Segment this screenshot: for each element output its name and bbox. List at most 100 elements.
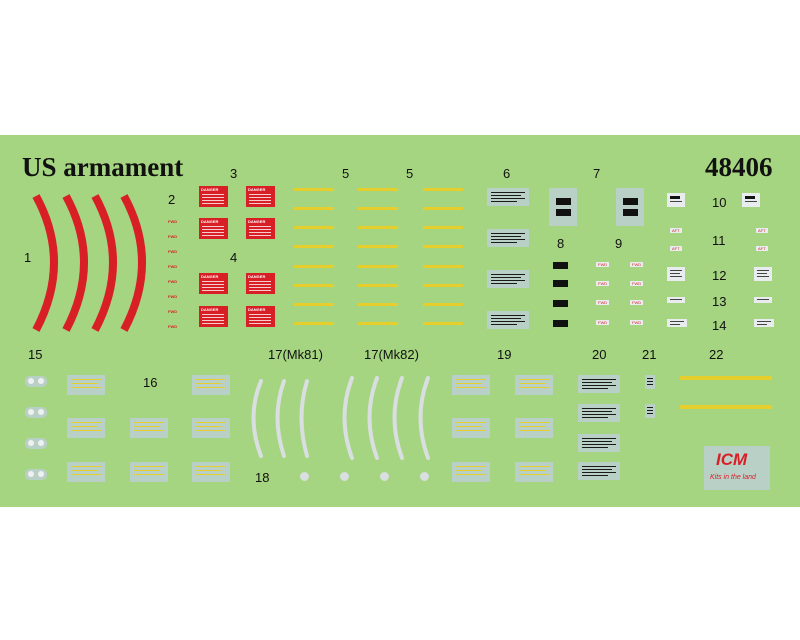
item-number-11: 11 bbox=[712, 233, 726, 248]
yellow-stencil-block bbox=[192, 462, 230, 482]
dot-pair-decal bbox=[25, 438, 47, 449]
yellow-stripe bbox=[294, 303, 334, 306]
fwd-label: FWD bbox=[168, 324, 178, 329]
dot-pair-decal bbox=[25, 376, 47, 387]
stencil-block bbox=[487, 270, 529, 288]
white-arc-mk82-1 bbox=[342, 376, 354, 460]
yellow-stripe bbox=[358, 322, 398, 325]
item-number-22: 22 bbox=[709, 347, 724, 362]
item-number-5a: 5 bbox=[342, 166, 350, 181]
item-number-20: 20 bbox=[592, 347, 607, 362]
item-number-15: 15 bbox=[28, 347, 43, 362]
item-number-16: 16 bbox=[143, 375, 158, 390]
fwd-label: FWD bbox=[630, 300, 644, 305]
narrow-stencil bbox=[645, 375, 655, 389]
white-arc-mk82-3 bbox=[392, 376, 404, 460]
yellow-stripe bbox=[358, 284, 398, 287]
red-band-arc-4 bbox=[120, 194, 146, 332]
yellow-stripe bbox=[423, 188, 463, 191]
danger-placard: DANGER bbox=[199, 186, 228, 207]
yellow-stencil-block bbox=[130, 462, 168, 482]
white-arc-mk82-4 bbox=[418, 376, 430, 460]
yellow-stencil-block bbox=[67, 418, 105, 438]
yellow-stencil-block bbox=[515, 375, 553, 395]
dot-pair-decal bbox=[25, 469, 47, 480]
yellow-stripe bbox=[294, 188, 334, 191]
yellow-stripe bbox=[423, 322, 463, 325]
info-plate bbox=[754, 267, 772, 281]
yellow-stripe bbox=[294, 207, 334, 210]
fwd-label: FWD bbox=[596, 320, 610, 325]
small-stencil bbox=[754, 319, 774, 327]
twin-bar-marker bbox=[616, 188, 644, 226]
aft-label: AFT bbox=[670, 246, 682, 251]
yellow-stencil-block bbox=[67, 462, 105, 482]
stencil-block bbox=[578, 375, 620, 393]
yellow-stencil-block bbox=[452, 418, 490, 438]
round-decal bbox=[420, 472, 429, 481]
danger-placard: DANGER bbox=[246, 186, 275, 207]
fwd-label: FWD bbox=[596, 281, 610, 286]
item-number-17-mk81: 17(Mk81) bbox=[268, 347, 323, 362]
fwd-label: FWD bbox=[596, 300, 610, 305]
white-arc-mk81-3 bbox=[299, 379, 309, 458]
small-stencil bbox=[754, 297, 772, 303]
danger-placard: DANGER bbox=[199, 273, 228, 294]
stencil-block bbox=[487, 188, 529, 206]
item-number-4: 4 bbox=[230, 250, 238, 265]
fwd-label: FWD bbox=[596, 262, 610, 267]
stencil-block bbox=[578, 434, 620, 452]
yellow-stripe bbox=[358, 303, 398, 306]
red-band-arc-1 bbox=[32, 194, 58, 332]
fwd-label: FWD bbox=[168, 264, 178, 269]
fwd-label: FWD bbox=[630, 281, 644, 286]
yellow-stripe bbox=[423, 207, 463, 210]
item-number-3: 3 bbox=[230, 166, 238, 181]
red-band-arc-2 bbox=[62, 194, 88, 332]
narrow-stencil bbox=[645, 404, 655, 418]
stencil-block bbox=[578, 462, 620, 480]
stencil-block bbox=[487, 229, 529, 247]
yellow-stripe bbox=[294, 226, 334, 229]
yellow-stripe bbox=[423, 245, 463, 248]
info-plate bbox=[742, 193, 760, 207]
logo-brand: ICM bbox=[716, 450, 748, 469]
item-number-13: 13 bbox=[712, 294, 727, 309]
long-yellow-stripe bbox=[680, 405, 772, 409]
yellow-stencil-block bbox=[515, 418, 553, 438]
info-plate bbox=[667, 267, 685, 281]
twin-bar-marker bbox=[549, 188, 577, 226]
item-number-9: 9 bbox=[615, 236, 623, 251]
item-number-1: 1 bbox=[24, 250, 32, 265]
stencil-block bbox=[487, 311, 529, 329]
sheet-title: US armament bbox=[22, 152, 184, 182]
danger-placard: DANGER bbox=[246, 273, 275, 294]
dot-pair-decal bbox=[25, 407, 47, 418]
small-stencil bbox=[667, 319, 687, 327]
fwd-label: FWD bbox=[168, 309, 178, 314]
yellow-stencil-block bbox=[452, 462, 490, 482]
yellow-stencil-block bbox=[192, 375, 230, 395]
round-decal bbox=[340, 472, 349, 481]
yellow-stencil-block bbox=[67, 375, 105, 395]
yellow-stripe bbox=[294, 265, 334, 268]
logo-tagline: Kits in the land bbox=[710, 474, 756, 481]
black-band bbox=[553, 320, 568, 327]
black-band bbox=[553, 300, 568, 307]
info-plate bbox=[667, 193, 685, 207]
yellow-stripe bbox=[294, 245, 334, 248]
danger-placard: DANGER bbox=[199, 218, 228, 239]
red-band-arc-3 bbox=[91, 194, 117, 332]
yellow-stripe bbox=[423, 226, 463, 229]
yellow-stencil-block bbox=[452, 375, 490, 395]
item-number-14: 14 bbox=[712, 318, 727, 333]
danger-placard: DANGER bbox=[246, 306, 275, 327]
fwd-label: FWD bbox=[168, 234, 178, 239]
white-arc-mk81-2 bbox=[275, 379, 286, 458]
yellow-stripe bbox=[358, 207, 398, 210]
yellow-stripe bbox=[294, 284, 334, 287]
yellow-stencil-block bbox=[515, 462, 553, 482]
item-number-21: 21 bbox=[642, 347, 657, 362]
yellow-stripe bbox=[358, 226, 398, 229]
